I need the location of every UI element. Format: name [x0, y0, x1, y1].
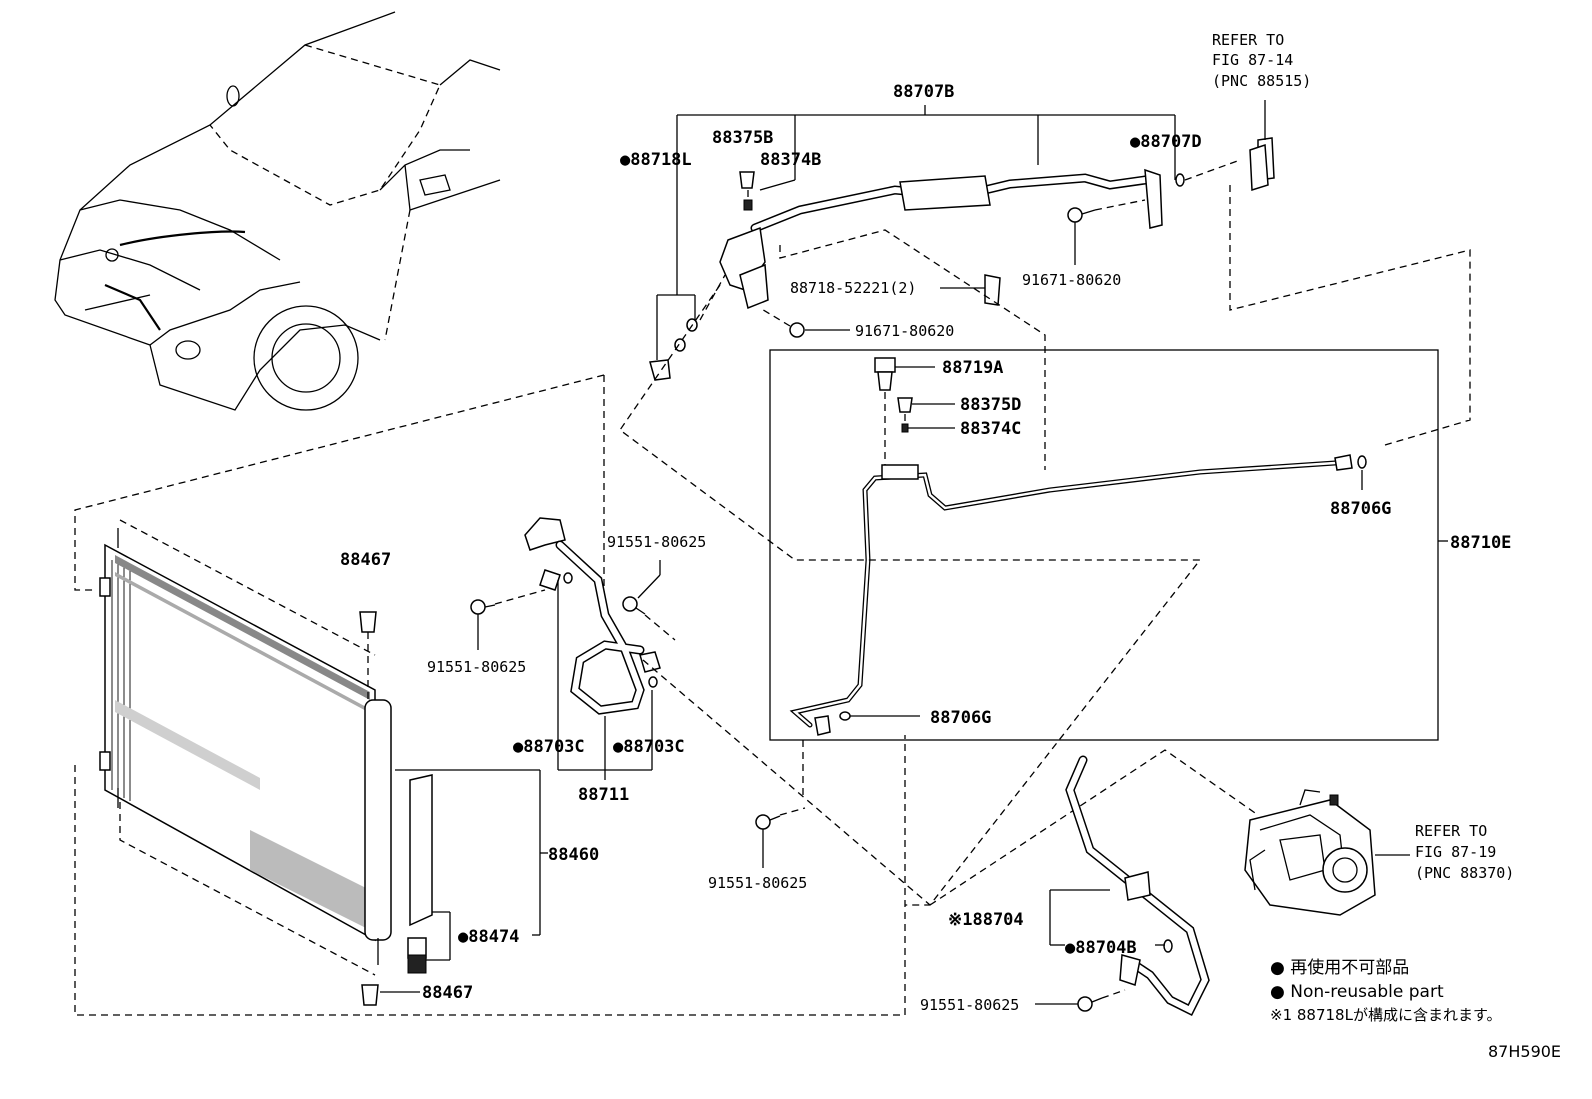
ref-top-line3: (PNC 88515) [1212, 72, 1311, 90]
bolt-91671-lower [759, 307, 850, 338]
label-88704B: ●88704B [1065, 938, 1137, 958]
desiccant-88474 [407, 774, 433, 974]
tube-88710E [769, 349, 1448, 741]
figure-id: 87H590E [1488, 1042, 1561, 1061]
label-88710E: 88710E [1450, 533, 1511, 553]
label-88474: ●88474 [458, 927, 519, 947]
label-88375B: 88375B [712, 128, 773, 148]
label-88718L: ●88718L [620, 150, 692, 170]
part-labels: 88707B 88375B 88374B ●88718L ●88707D 916… [340, 82, 1511, 1014]
label-91671-80620-top: 91671-80620 [1022, 271, 1121, 289]
legend-jp: ● 再使用不可部品 [1270, 957, 1409, 978]
ref-right-line2: FIG 87-19 [1415, 843, 1496, 861]
label-88703C-left: ●88703C [513, 737, 585, 757]
condenser-88460 [99, 528, 392, 965]
label-91551-80625-center: 91551-80625 [708, 874, 807, 892]
reference-right: REFER TO FIG 87-19 (PNC 88370) [1415, 822, 1514, 882]
legend-en: ● Non-reusable part [1270, 982, 1444, 1002]
pipe-88707B [649, 105, 1241, 381]
label-88707D: ●88707D [1130, 132, 1202, 152]
label-88706G-upper: 88706G [1330, 499, 1391, 519]
label-88704: ※188704 [948, 910, 1024, 930]
hose-88711 [524, 517, 661, 780]
vehicle-illustration [54, 11, 501, 411]
label-88707B: 88707B [893, 82, 954, 102]
routing-dashes [619, 284, 1259, 906]
ref-top-line1: REFER TO [1212, 31, 1284, 49]
hose-88704 [1049, 755, 1210, 1017]
compressor [1244, 789, 1410, 916]
bushing-88467-bottom [361, 984, 379, 1006]
label-88711: 88711 [578, 785, 629, 805]
ref-right-line3: (PNC 88370) [1415, 864, 1514, 882]
ref-top-line2: FIG 87-14 [1212, 51, 1293, 69]
label-88719A: 88719A [942, 358, 1003, 378]
bolt-91551-left [470, 589, 546, 650]
label-88718-52221: 88718-52221(2) [790, 279, 916, 297]
bolt-91551-right [622, 560, 676, 641]
label-91551-80625-right: 91551-80625 [607, 533, 706, 551]
leader-lines [380, 769, 1165, 993]
label-91671-80620-lower: 91671-80620 [855, 322, 954, 340]
condenser-boundary [74, 374, 906, 1016]
label-88460: 88460 [548, 845, 599, 865]
legend: ● 再使用不可部品 ● Non-reusable part ※1 88718Lが… [1270, 957, 1501, 1024]
bolt-91671-top [1067, 199, 1146, 265]
clip-88718-52221 [779, 229, 1046, 470]
label-88374C: 88374C [960, 419, 1021, 439]
label-88467-bottom: 88467 [422, 983, 473, 1003]
label-88703C-right: ●88703C [613, 737, 685, 757]
label-91551-80625-left: 91551-80625 [427, 658, 526, 676]
label-88706G-lower: 88706G [930, 708, 991, 728]
reference-top: REFER TO FIG 87-14 (PNC 88515) [1212, 31, 1311, 90]
bolt-91551-bottom [1035, 989, 1126, 1012]
label-88375D: 88375D [960, 395, 1021, 415]
ref-right-line1: REFER TO [1415, 822, 1487, 840]
bushing-88467-top [359, 611, 377, 700]
label-91551-80625-bottom: 91551-80625 [920, 996, 1019, 1014]
expansion-valve [1229, 100, 1471, 446]
label-88467-top: 88467 [340, 550, 391, 570]
bolt-91551-center [755, 807, 806, 868]
label-88374B: 88374B [760, 150, 821, 170]
legend-note: ※1 88718Lが構成に含まれます。 [1270, 1006, 1501, 1024]
